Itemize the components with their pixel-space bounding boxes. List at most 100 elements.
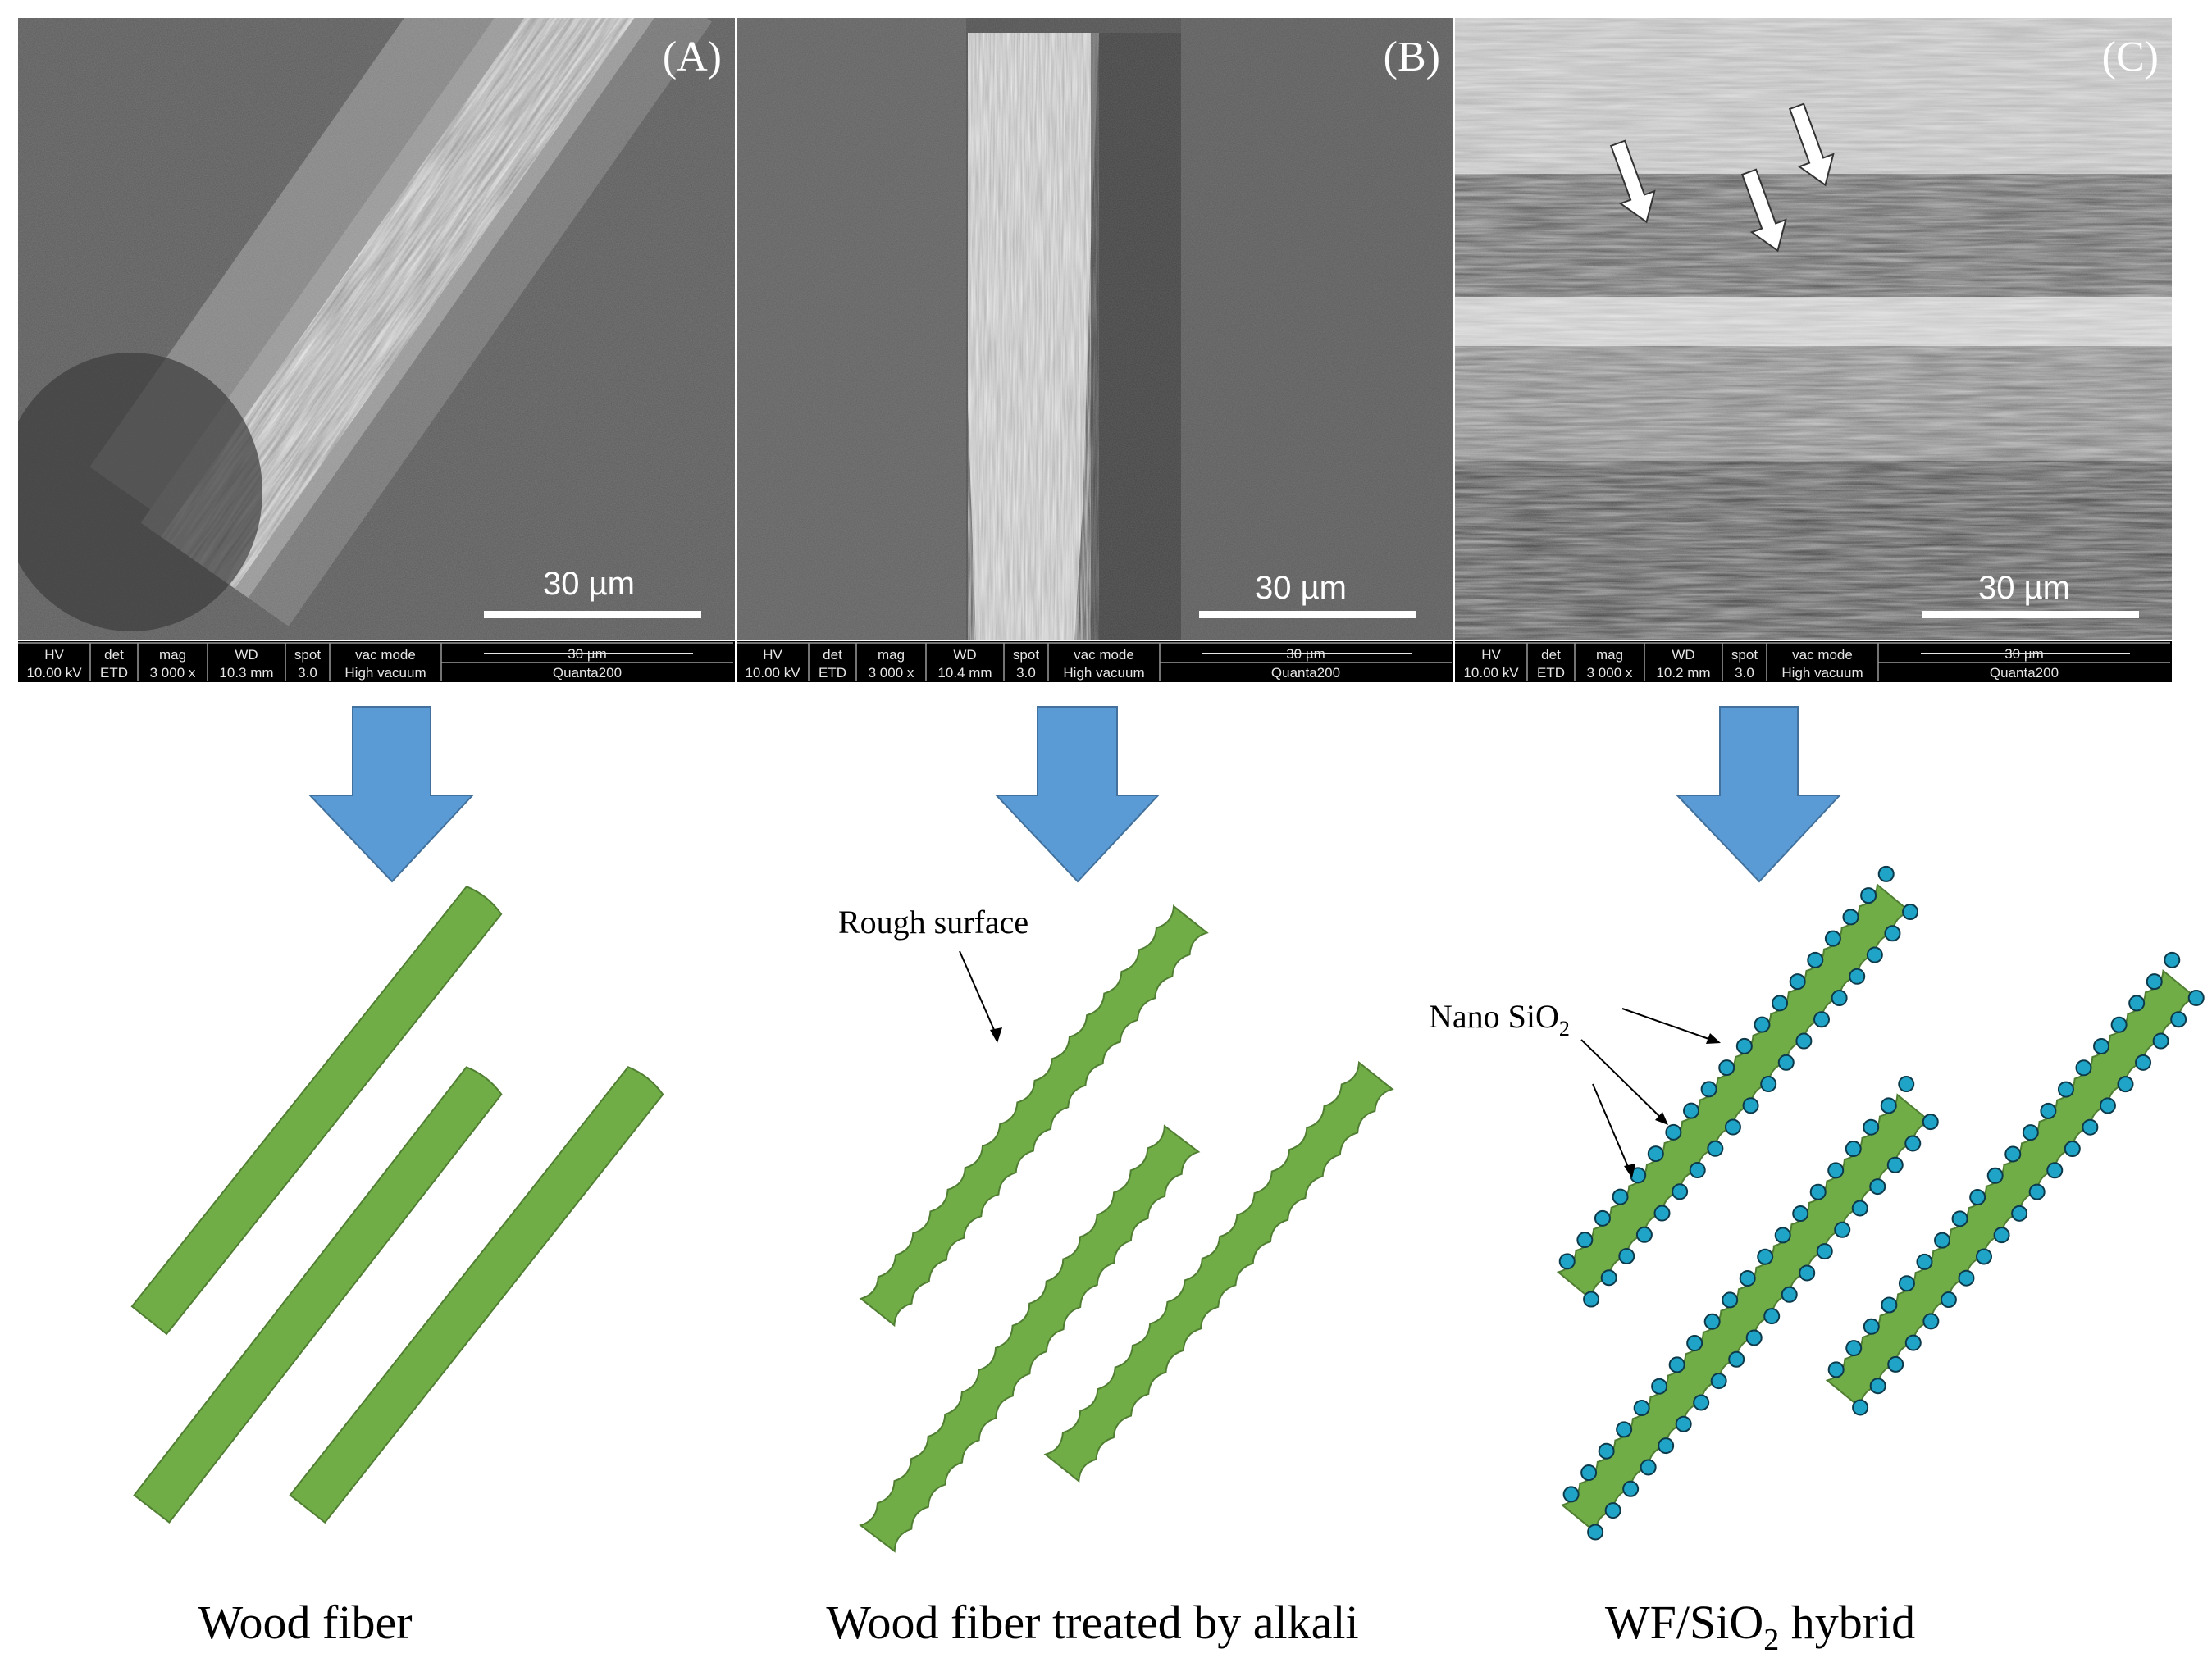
nano-sio2-dot (1958, 1269, 1975, 1287)
nano-sio2-dot (1827, 1361, 1845, 1378)
nano-sio2-dot (1881, 1296, 1898, 1314)
nano-sio2-dot (1616, 1421, 1633, 1438)
info-value: High vacuum (1063, 665, 1144, 681)
nano-sio2-dot (1781, 1286, 1798, 1303)
panel-label-a: (A) (663, 34, 722, 80)
nano-sio2-dot (1904, 1135, 1922, 1152)
nano-sio2-dot (1668, 1356, 1685, 1373)
down-arrow-b (994, 706, 1161, 883)
info-value: 3.0 (1016, 665, 1036, 681)
info-label: vac mode (1792, 647, 1853, 663)
nano-sio2-dot (1562, 1486, 1580, 1503)
caption-a: Wood fiber (198, 1596, 412, 1649)
info-label: HV (763, 647, 782, 663)
nano-sio2-dot (1940, 1291, 1957, 1309)
nano-sio2-dot (1772, 995, 1789, 1012)
nano-sio2-dot (1689, 1162, 1706, 1179)
info-value: 3 000 x (1587, 665, 1633, 681)
info-value: ETD (819, 665, 846, 681)
nano-sio2-dot (1869, 1178, 1886, 1196)
info-value: 3.0 (298, 665, 317, 681)
nano-sio2-dot (1866, 946, 1883, 963)
nano-sio2-dot (1707, 1140, 1724, 1157)
sem-panel-c (1455, 18, 2172, 640)
info-value: 3.0 (1735, 665, 1754, 681)
nano-sio2-dot (1757, 1248, 1774, 1265)
nano-sio2-dot (1795, 1032, 1813, 1050)
nano-sio2-dot (2187, 989, 2205, 1006)
nano-sio2-dot (1809, 1183, 1827, 1200)
nano-sio2-dot (2099, 1097, 2116, 1114)
nano-sio2-dot (1558, 1253, 1576, 1270)
nano-sio2-dot (2064, 1140, 2081, 1157)
info-label: det (104, 647, 124, 663)
nano-sio2-dot (2170, 1011, 2187, 1028)
nano-sio2-dot (2028, 1183, 2046, 1200)
sem-panel-b (737, 18, 1453, 640)
nano-sio2-dot (1594, 1209, 1611, 1227)
nano-sio2-dot (1969, 1189, 1986, 1206)
info-label: mag (878, 647, 905, 663)
nano-sio2-dot (1722, 1291, 1739, 1309)
nano-sio2-dot (1612, 1188, 1629, 1205)
nano-sio2-dot (2011, 1205, 2028, 1222)
nano-sio2-dot (1647, 1145, 1664, 1163)
nano-sio2-dot (1600, 1269, 1617, 1287)
nano-sio2-dot (2128, 995, 2146, 1012)
info-value: High vacuum (1781, 665, 1863, 681)
nano-sio2-dot (1951, 1210, 1968, 1227)
sem-panel-a (18, 18, 735, 640)
nano-sio2-dot (1849, 968, 1866, 985)
info-instrument: Quanta200 (553, 665, 622, 681)
nano-sio2-dot (2117, 1076, 2134, 1093)
scale-bar-c: 30 µm (1922, 570, 2139, 618)
nano-sio2-dot (1863, 1118, 1880, 1136)
nano-sio2-dot (1604, 1502, 1621, 1519)
info-value: ETD (100, 665, 128, 681)
nano-sio2-dot (1774, 1227, 1791, 1244)
nano-sio2-dot (1860, 887, 1877, 904)
info-value: 10.00 kV (26, 665, 82, 681)
info-label: WD (1672, 647, 1694, 663)
info-value: 10.00 kV (745, 665, 800, 681)
nano-sio2-dot (1693, 1394, 1710, 1411)
nano-sio2-dot (1777, 1054, 1795, 1071)
nano-sio2-dot (2093, 1038, 2110, 1055)
nano-sio2-dot (1845, 1340, 1863, 1357)
nano-sio2-dot (1754, 1016, 1771, 1033)
nano-sio2-dot (2152, 1032, 2169, 1050)
nano-sio2-dot (1851, 1200, 1868, 1217)
nano-sio2-dot (1583, 1291, 1600, 1308)
nano-sio2-dot (1831, 990, 1848, 1007)
rough-surface-label: Rough surface (838, 904, 1028, 941)
nano-sio2-particles (1558, 865, 2205, 1541)
nano-sio2-dot (1852, 1399, 1869, 1416)
nano-sio2-dot (1665, 1123, 1682, 1141)
nano-sio2-dot (1934, 1232, 1951, 1249)
nano-sio2-dot (1724, 1118, 1741, 1136)
nano-sio2-annotation: Nano SiO2 (1429, 998, 1721, 1178)
nano-sio2-dot (1760, 1076, 1777, 1093)
nano-sio2-dot (1877, 865, 1895, 882)
panel-label-b: (B) (1384, 34, 1440, 80)
info-value: ETD (1537, 665, 1565, 681)
nano-sio2-dot (1640, 1459, 1657, 1476)
nano-sio2-dot (1898, 1076, 1915, 1093)
nano-sio2-dot (1675, 1415, 1692, 1432)
fiber-smooth (130, 885, 503, 1336)
nano-sio2-dot (1887, 1355, 1904, 1373)
nano-sio2-dot (1728, 1350, 1745, 1368)
nano-sio2-dot (1672, 1183, 1689, 1200)
fiber-rough (1560, 1093, 1932, 1534)
nano-sio2-dot (2146, 973, 2163, 991)
nano-sio2-dot (2040, 1102, 2057, 1119)
nano-sio2-dot (2135, 1054, 2152, 1071)
info-bar-scale: 30 µm (1286, 646, 1325, 662)
nano-sio2-label: Nano SiO2 (1429, 998, 1570, 1041)
fiber-rough (1556, 883, 1913, 1301)
nano-sio2-dot (1683, 1102, 1700, 1119)
nano-sio2-dot (1742, 1097, 1759, 1114)
nano-sio2-dot (1886, 1156, 1904, 1173)
